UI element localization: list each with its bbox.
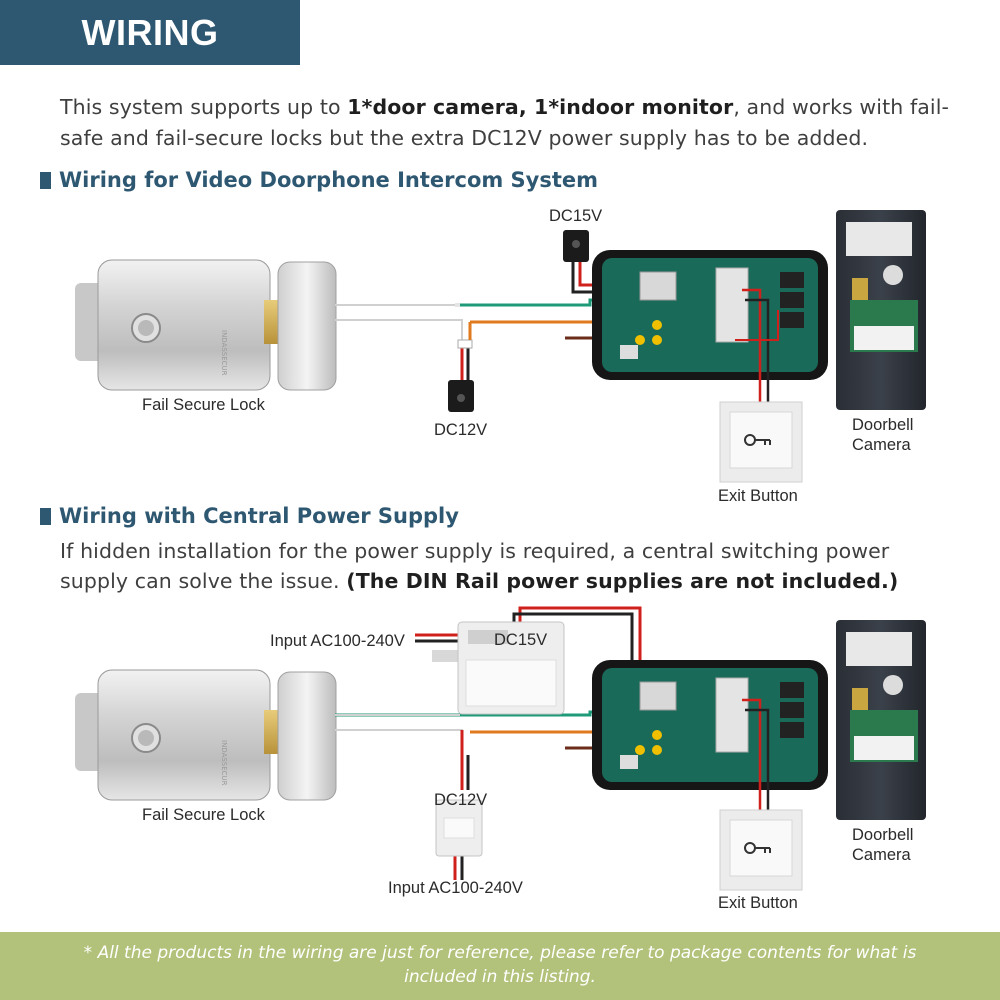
section2-desc-bold: (The DIN Rail power supplies are not inc… xyxy=(346,569,899,593)
page-title: WIRING DIAGRAM xyxy=(62,12,238,118)
doorbell-camera-1 xyxy=(836,210,926,410)
dc15v-adapter-1 xyxy=(563,230,589,262)
heading-marker-icon xyxy=(40,171,51,189)
footer-note: * All the products in the wiring are jus… xyxy=(83,943,917,987)
din-rail-supply-12v xyxy=(435,799,483,857)
intro-paragraph: This system supports up to 1*door camera… xyxy=(60,92,950,154)
label-camera-1: Camera xyxy=(852,436,911,454)
section1-heading-text: Wiring for Video Doorphone Intercom Syst… xyxy=(59,168,599,192)
label-input-ac-bottom: Input AC100-240V xyxy=(388,879,523,897)
label-input-ac-top: Input AC100-240V xyxy=(270,632,405,650)
footer-note-bar: * All the products in the wiring are jus… xyxy=(0,932,1000,1000)
fail-secure-lock-2: INDASSECUR xyxy=(75,669,337,801)
section2-diagram: INDASSECUR xyxy=(75,606,926,891)
label-fail-secure-lock-1: Fail Secure Lock xyxy=(142,396,265,414)
label-camera-2: Camera xyxy=(852,846,911,864)
section2-heading: Wiring with Central Power Supply xyxy=(40,504,459,528)
svg-text:INDASSECUR: INDASSECUR xyxy=(220,330,228,376)
label-dc15v-1: DC15V xyxy=(549,207,603,225)
intercom-board-2 xyxy=(592,660,828,790)
svg-text:INDASSECUR: INDASSECUR xyxy=(220,740,228,786)
page-title-banner: WIRING DIAGRAM xyxy=(0,0,300,118)
section2-description: If hidden installation for the power sup… xyxy=(60,536,950,596)
label-exit-button-1: Exit Button xyxy=(718,487,798,505)
section1-heading: Wiring for Video Doorphone Intercom Syst… xyxy=(40,168,598,192)
label-doorbell-2: Doorbell xyxy=(852,826,914,844)
intro-text-a: This system supports up to xyxy=(60,95,348,119)
dc12v-adapter-1 xyxy=(448,380,474,412)
intercom-board-1 xyxy=(592,250,828,380)
intro-bold: 1*door camera, 1*indoor monitor xyxy=(347,95,734,119)
exit-button-2 xyxy=(719,809,803,891)
label-fail-secure-lock-2: Fail Secure Lock xyxy=(142,806,265,824)
doorbell-camera-2 xyxy=(836,620,926,820)
intro-text-b: , and works with fail-safe and fail-secu… xyxy=(60,95,950,150)
label-dc12v-1: DC12V xyxy=(434,421,488,439)
section2-heading-text: Wiring with Central Power Supply xyxy=(59,504,459,528)
label-exit-button-2: Exit Button xyxy=(718,894,798,912)
label-doorbell-1: Doorbell xyxy=(852,416,914,434)
fail-secure-lock-1: INDASSECUR xyxy=(75,259,337,391)
section2-desc-text: If hidden installation for the power sup… xyxy=(60,539,890,593)
label-dc15v-2: DC15V xyxy=(494,631,548,649)
din-rail-supply-15v xyxy=(432,621,565,715)
section1-diagram: INDASSECUR xyxy=(75,210,926,483)
label-dc12v-2: DC12V xyxy=(434,791,488,809)
exit-button-1 xyxy=(719,401,803,483)
heading-marker-icon xyxy=(40,507,51,525)
